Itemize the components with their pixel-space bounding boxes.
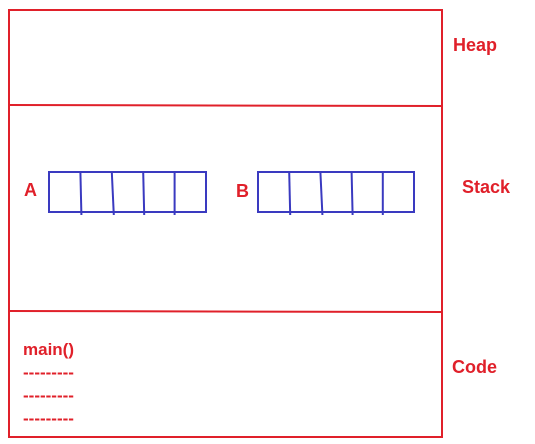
array-b-outline <box>257 171 415 213</box>
code-line-1: --------- <box>23 363 74 382</box>
heap-stack-divider <box>8 104 443 107</box>
array-a-cell-divider <box>79 171 83 216</box>
array-a <box>48 171 207 216</box>
array-b-cell-divider <box>350 171 354 216</box>
heap-label: Heap <box>453 35 497 55</box>
array-b-label: B <box>236 181 249 201</box>
array-a-outline <box>48 171 207 213</box>
array-b <box>257 171 415 216</box>
array-a-cell-divider <box>142 171 146 216</box>
array-b-cell-divider <box>319 171 324 216</box>
array-b-cell-divider <box>288 171 292 216</box>
code-line-3: --------- <box>23 409 74 428</box>
memory-outline <box>8 9 443 438</box>
code-label: Code <box>452 357 497 377</box>
array-a-label: A <box>24 180 37 200</box>
stack-label: Stack <box>462 177 511 197</box>
code-line-2: --------- <box>23 386 74 405</box>
array-a-cell-divider <box>110 171 115 216</box>
main-function-label: main() <box>23 340 74 359</box>
stack-code-divider <box>8 310 443 313</box>
